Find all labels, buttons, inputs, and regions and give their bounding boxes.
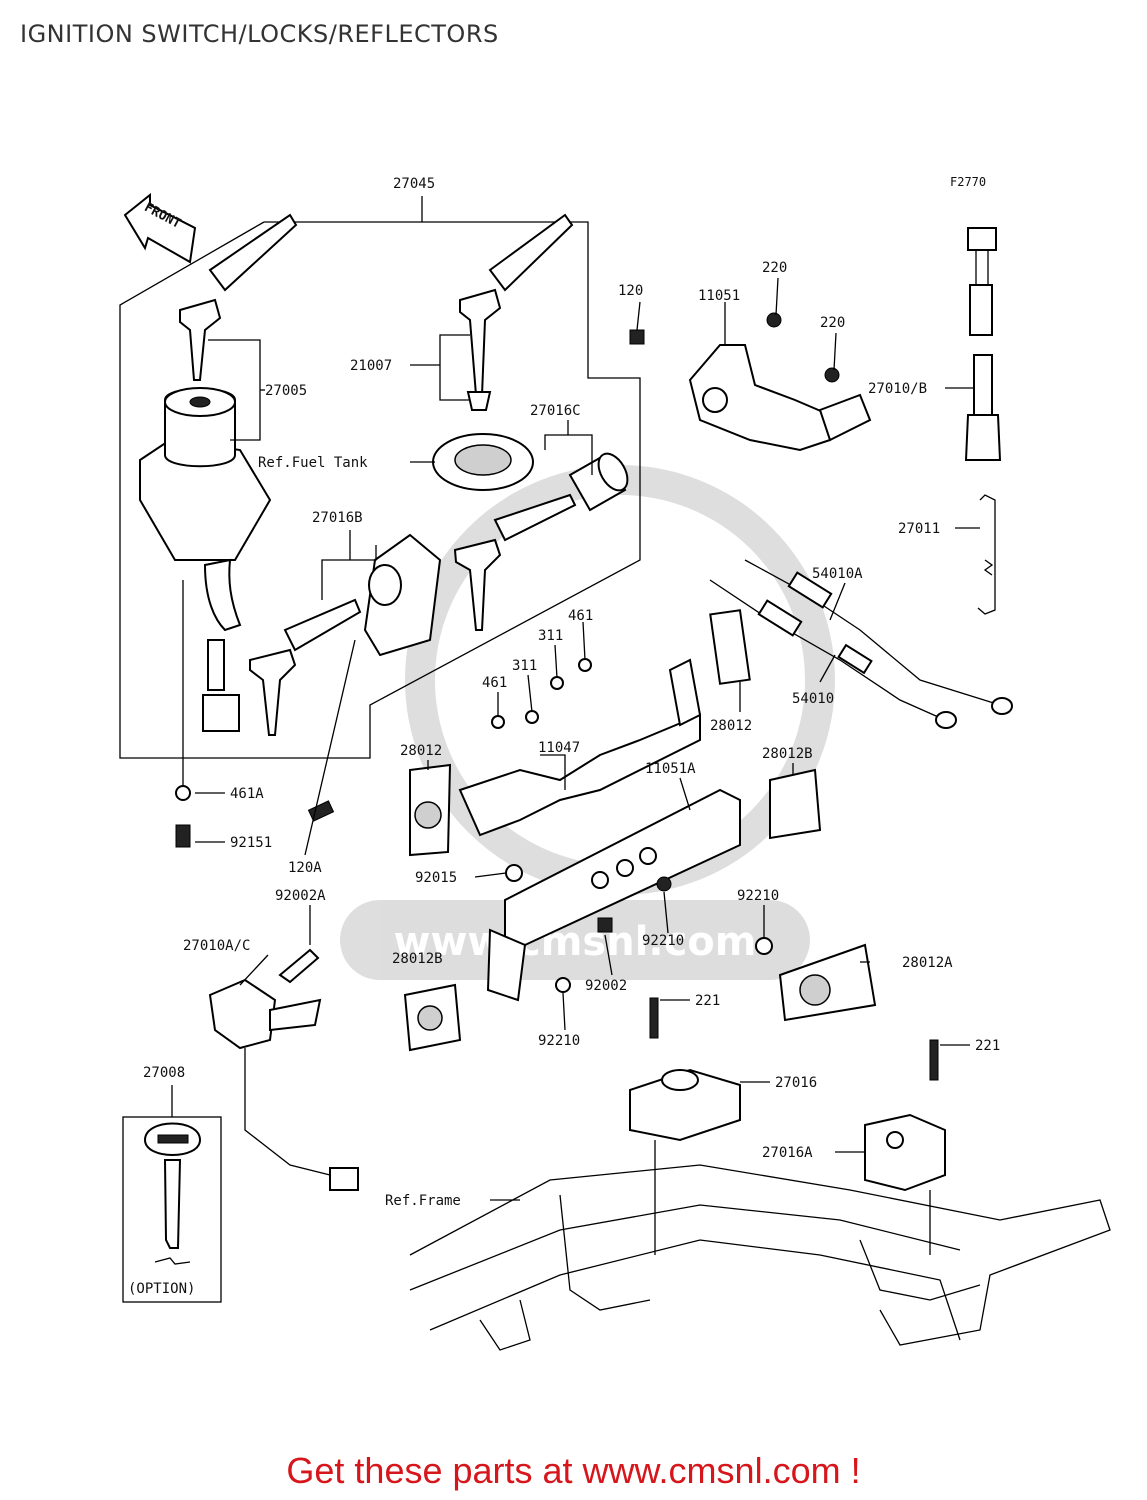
part-label: 27016C: [530, 403, 581, 419]
mount-bracket-icon: [688, 344, 872, 452]
part-label: 461: [482, 675, 507, 691]
cable-icon: [709, 559, 1013, 729]
part-label: 461A: [230, 786, 264, 802]
part-label: 28012B: [762, 746, 813, 762]
promo-banner[interactable]: Get these parts at www.cmsnl.com !: [286, 1450, 861, 1491]
part-label: 28012: [400, 743, 442, 759]
license-plate-bracket-icon: [486, 788, 741, 1002]
helmet-lock-icon: [249, 533, 442, 736]
part-label: 27008: [143, 1065, 185, 1081]
part-label: 461: [568, 608, 593, 624]
watermark-text: www.cmsnl.com: [394, 919, 757, 965]
spring-icon: [977, 494, 996, 615]
license-bracket-icon: [458, 658, 702, 837]
part-label: 27016A: [762, 1145, 813, 1161]
frame-icon: [409, 1164, 1111, 1351]
part-label: 27011: [898, 521, 940, 537]
ref-frame-label: Ref.Frame: [385, 1193, 461, 1209]
part-label: 221: [975, 1038, 1000, 1054]
reflector-icon: [403, 609, 877, 1052]
part-label: 27045: [393, 176, 435, 192]
part-label: 11051A: [645, 761, 696, 777]
part-label: 28012B: [392, 951, 443, 967]
part-label: 311: [512, 658, 537, 674]
part-label: 311: [538, 628, 563, 644]
part-label: 221: [695, 993, 720, 1009]
leader-lines: [182, 277, 980, 1255]
ignition-switch-icon: [139, 213, 298, 732]
part-label: 92210: [538, 1033, 580, 1049]
part-label: 120: [618, 283, 643, 299]
parts-diagram: www.cmsnl.com FRONT F2770: [119, 175, 1111, 1351]
part-label: 92151: [230, 835, 272, 851]
fuel-cap-icon: [432, 433, 534, 491]
part-label: 92002A: [275, 888, 326, 904]
option-key-box: [122, 1085, 222, 1303]
front-arrow-icon: FRONT: [123, 192, 197, 264]
figure-code: F2770: [950, 175, 986, 189]
part-label: 27010/B: [868, 381, 927, 397]
part-label: 11047: [538, 740, 580, 756]
seat-lock-cylinder-icon: [453, 452, 629, 631]
seat-latch-icon: [629, 1068, 946, 1192]
part-label: 27016: [775, 1075, 817, 1091]
part-label: 92210: [737, 888, 779, 904]
part-label: 54010A: [812, 566, 863, 582]
part-label: 92002: [585, 978, 627, 994]
part-label: 120A: [288, 860, 322, 876]
option-label: (OPTION): [128, 1281, 195, 1297]
part-label: 28012A: [902, 955, 953, 971]
part-label: 220: [762, 260, 787, 276]
part-label: 27005: [265, 383, 307, 399]
key-icon: [459, 213, 574, 411]
part-label: 28012: [710, 718, 752, 734]
set-bracket: [119, 196, 641, 759]
part-label: 220: [820, 315, 845, 331]
part-label: 54010: [792, 691, 834, 707]
part-label: 92015: [415, 870, 457, 886]
sensor-switch-icon: [964, 227, 1002, 461]
page-title: IGNITION SWITCH/LOCKS/REFLECTORS: [20, 20, 499, 48]
side-stand-switch-icon: [208, 978, 359, 1191]
part-label: 27010A/C: [183, 938, 250, 954]
part-label: 92210: [642, 933, 684, 949]
part-label: 27016B: [312, 510, 363, 526]
ref-fuel-tank-label: Ref.Fuel Tank: [258, 455, 368, 471]
part-label: 21007: [350, 358, 392, 374]
part-label: 11051: [698, 288, 740, 304]
